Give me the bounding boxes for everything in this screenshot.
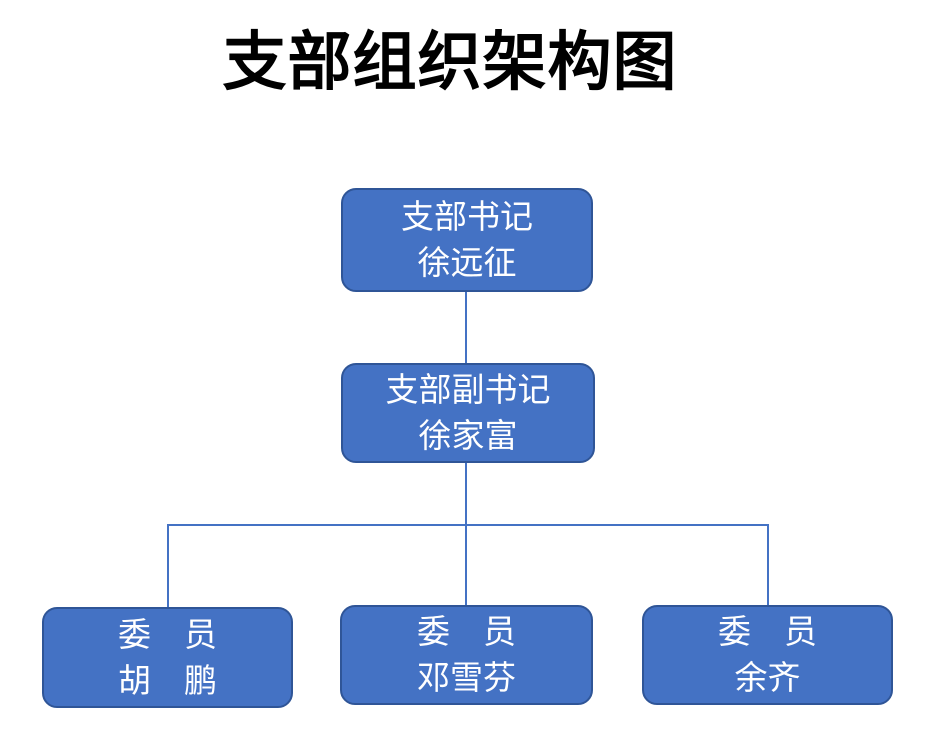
connector-deputy-trunk xyxy=(465,463,467,606)
org-node-member-1: 委 员 胡 鹏 xyxy=(42,607,293,708)
connector-drop-left xyxy=(167,524,169,608)
connector-secretary-deputy xyxy=(465,292,467,364)
org-node-role: 支部副书记 xyxy=(385,370,551,410)
org-node-deputy-secretary: 支部副书记 徐家富 xyxy=(341,363,595,463)
org-node-role: 委 员 xyxy=(417,612,516,652)
org-node-role: 委 员 xyxy=(118,614,217,654)
chart-title: 支部组织架构图 xyxy=(222,25,678,100)
org-node-secretary: 支部书记 徐远征 xyxy=(341,188,593,292)
org-node-member-3: 委 员 余齐 xyxy=(642,605,893,705)
org-node-member-2: 委 员 邓雪芬 xyxy=(340,605,593,705)
org-node-role: 支部书记 xyxy=(401,197,533,237)
org-node-name: 徐家富 xyxy=(418,416,518,455)
org-node-name: 邓雪芬 xyxy=(417,658,516,697)
connector-drop-right xyxy=(767,524,769,606)
org-node-name: 徐远征 xyxy=(417,243,517,282)
org-node-role: 委 员 xyxy=(718,612,817,652)
org-node-name: 余齐 xyxy=(734,658,801,697)
org-node-name: 胡 鹏 xyxy=(118,660,217,700)
connector-horizontal-bar xyxy=(167,524,769,526)
